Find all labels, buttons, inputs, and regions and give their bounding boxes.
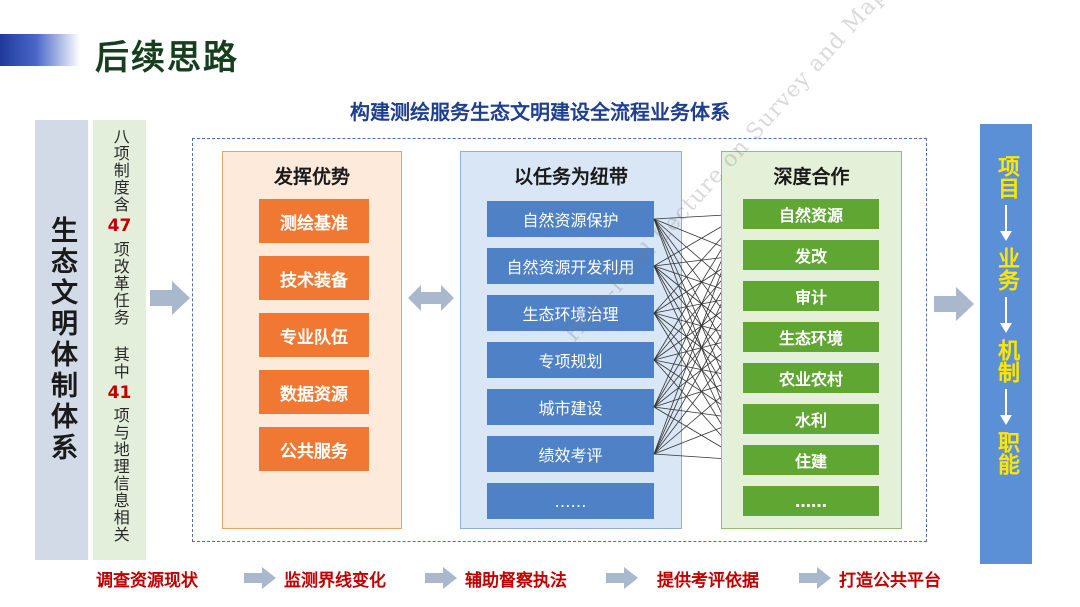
advantage-item: 数据资源: [259, 370, 369, 414]
desc-part-2: 项改革任务 其中: [110, 240, 130, 380]
advantage-item: 技术装备: [259, 256, 369, 300]
flow-step: 打造公共平台: [839, 571, 941, 591]
desc-number-41: 41: [107, 382, 132, 403]
outcome-column: [980, 124, 1032, 564]
cooperation-item: 水利: [743, 404, 879, 434]
left-title-box: [35, 120, 88, 560]
cooperation-item: 发改: [743, 240, 879, 270]
cooperation-item: 审计: [743, 281, 879, 311]
cooperation-item: 自然资源: [743, 199, 879, 229]
advantage-item: 公共服务: [259, 427, 369, 471]
right-arrow-icon: [934, 287, 974, 321]
left-title: 生态文明体制体系: [46, 216, 77, 464]
desc-number-47: 47: [107, 216, 132, 236]
task-item: ……: [487, 483, 654, 519]
page-title: 后续思路: [95, 38, 239, 78]
advantage-item: 测绘基准: [259, 199, 369, 243]
outcome-word: 项目: [994, 155, 1019, 199]
cooperation-item: 农业农村: [743, 363, 879, 393]
task-item: 自然资源保护: [487, 201, 654, 237]
task-item: 城市建设: [487, 389, 654, 425]
right-arrow-icon: [150, 281, 190, 315]
flow-step: 监测界线变化: [284, 571, 386, 591]
process-container: [192, 138, 927, 542]
desc-part-1: 八项制度含: [110, 128, 130, 213]
panel-cooperation-title: 深度合作: [773, 166, 850, 188]
cooperation-item: 住建: [743, 445, 879, 475]
panel-tasks-title: 以任务为纽带: [513, 166, 628, 188]
cooperation-item: ……: [743, 486, 879, 516]
task-item: 专项规划: [487, 342, 654, 378]
right-arrow-icon: [244, 567, 276, 589]
outcome-word: 机制: [994, 339, 1019, 383]
outcome-words: 项目 业务 机制 职能: [980, 155, 1032, 475]
outcome-word: 职能: [994, 431, 1019, 475]
down-arrow-icon: [1000, 205, 1012, 241]
advantage-item: 专业队伍: [259, 313, 369, 357]
title-accent-bar: [0, 34, 80, 66]
down-arrow-icon: [1000, 389, 1012, 425]
right-arrow-icon: [425, 567, 457, 589]
double-arrow-icon: [408, 285, 454, 311]
left-desc-box: [93, 120, 146, 560]
panel-advantages-title: 发挥优势: [273, 166, 350, 188]
outcome-word: 业务: [994, 247, 1019, 291]
task-item: 生态环境治理: [487, 295, 654, 331]
left-description: 八项制度含 47 项改革任务 其中 41 项与地理信息相关: [93, 128, 146, 554]
down-arrow-icon: [1000, 297, 1012, 333]
desc-part-3: 项与地理信息相关: [110, 407, 130, 544]
flow-step: 辅助督察执法: [465, 571, 567, 591]
flow-step: 提供考评依据: [657, 571, 759, 591]
right-arrow-icon: [799, 567, 831, 589]
cooperation-item: 生态环境: [743, 322, 879, 352]
right-arrow-icon: [606, 567, 638, 589]
task-item: 绩效考评: [487, 436, 654, 472]
flow-step: 调查资源现状: [96, 571, 198, 591]
task-item: 自然资源开发利用: [487, 248, 654, 284]
diagram-subtitle: 构建测绘服务生态文明建设全流程业务体系: [350, 100, 730, 124]
